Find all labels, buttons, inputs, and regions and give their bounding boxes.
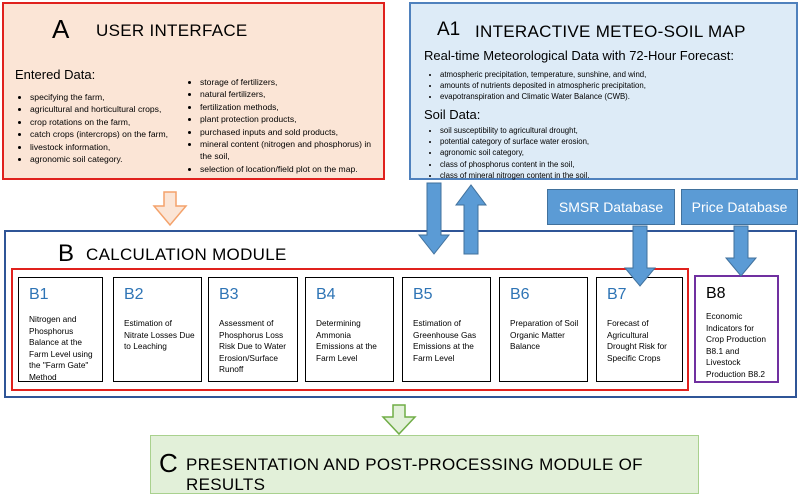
module-b8: B8 Economic Indicators for Crop Producti… bbox=[694, 275, 779, 383]
module-b5: B5 Estimation of Greenhouse Gas Emission… bbox=[402, 277, 491, 382]
list-item: purchased inputs and sold products, bbox=[200, 126, 384, 138]
list-item: fertilization methods, bbox=[200, 101, 384, 113]
list-item: class of mineral nitrogen content in the… bbox=[440, 170, 794, 181]
module-b6: B6 Preparation of Soil Organic Matter Ba… bbox=[499, 277, 588, 382]
section-c-letter: C bbox=[159, 448, 178, 478]
arrow-smsr-to-b7-icon bbox=[623, 225, 657, 287]
list-item: agricultural and horticultural crops, bbox=[30, 103, 189, 115]
module-description: Economic Indicators for Crop Production … bbox=[706, 311, 766, 379]
user-interface-box: A USER INTERFACE Entered Data: specifyin… bbox=[2, 2, 385, 180]
arrow-b-to-c-icon bbox=[381, 404, 417, 436]
module-b7: B7 Forecast of Agricultural Drought Risk… bbox=[596, 277, 683, 382]
arrow-a1-to-b-icon bbox=[417, 182, 451, 255]
module-code: B2 bbox=[124, 286, 144, 303]
list-item: mineral content (nitrogen and phosphorus… bbox=[200, 138, 384, 163]
module-description: Assessment of Phosphorus Loss Risk Due t… bbox=[219, 318, 287, 374]
module-code: B8 bbox=[706, 285, 726, 302]
soil-data-list: soil susceptibility to agricultural drou… bbox=[424, 125, 794, 181]
module-description: Estimation of Nitrate Losses Due to Leac… bbox=[124, 318, 195, 351]
module-b3: B3 Assessment of Phosphorus Loss Risk Du… bbox=[208, 277, 298, 382]
module-code: B3 bbox=[219, 286, 239, 303]
module-code: B1 bbox=[29, 286, 49, 303]
arrow-price-to-b8-icon bbox=[724, 225, 758, 277]
list-item: selection of location/field plot on the … bbox=[200, 163, 384, 175]
section-a1-letter: A1 bbox=[437, 19, 461, 40]
list-item: amounts of nutrients deposited in atmosp… bbox=[440, 80, 794, 91]
section-a1-title: INTERACTIVE METEO-SOIL MAP bbox=[475, 22, 746, 41]
module-code: B7 bbox=[607, 286, 627, 303]
list-item: storage of fertilizers, bbox=[200, 76, 384, 88]
list-item: agronomic soil category. bbox=[30, 153, 189, 165]
list-item: crop rotations on the farm, bbox=[30, 116, 189, 128]
entered-data-label: Entered Data: bbox=[15, 67, 96, 82]
presentation-module-box: C PRESENTATION AND POST-PROCESSING MODUL… bbox=[150, 435, 699, 494]
list-item: livestock information, bbox=[30, 141, 189, 153]
section-c-title: PRESENTATION AND POST-PROCESSING MODULE … bbox=[186, 455, 643, 494]
module-description: Preparation of Soil Organic Matter Balan… bbox=[510, 318, 579, 351]
list-item: natural fertilizers, bbox=[200, 88, 384, 100]
section-b-title: CALCULATION MODULE bbox=[86, 245, 287, 264]
list-item: evapotranspiration and Climatic Water Ba… bbox=[440, 91, 794, 102]
meteo-data-label: Real-time Meteorological Data with 72-Ho… bbox=[424, 48, 734, 63]
module-b4: B4 Determining Ammonia Emissions at the … bbox=[305, 277, 394, 382]
module-code: B4 bbox=[316, 286, 336, 303]
entered-data-list-left: specifying the farm,agricultural and hor… bbox=[14, 91, 189, 165]
smsr-database-box: SMSR Database bbox=[547, 189, 675, 225]
list-item: agronomic soil category, bbox=[440, 147, 794, 158]
section-a-title: USER INTERFACE bbox=[96, 21, 248, 40]
module-b1: B1 Nitrogen and Phosphorus Balance at th… bbox=[18, 277, 103, 382]
module-description: Estimation of Greenhouse Gas Emissions a… bbox=[413, 318, 477, 363]
section-b-letter: B bbox=[58, 240, 75, 267]
list-item: class of phosphorus content in the soil, bbox=[440, 159, 794, 170]
arrow-b-to-a1-icon bbox=[455, 184, 487, 255]
module-b2: B2 Estimation of Nitrate Losses Due to L… bbox=[113, 277, 202, 382]
list-item: potential category of surface water eros… bbox=[440, 136, 794, 147]
list-item: catch crops (intercrops) on the farm, bbox=[30, 128, 189, 140]
meteo-data-list: atmospheric precipitation, temperature, … bbox=[424, 69, 794, 103]
module-description: Forecast of Agricultural Drought Risk fo… bbox=[607, 318, 667, 363]
list-item: plant protection products, bbox=[200, 113, 384, 125]
list-item: specifying the farm, bbox=[30, 91, 189, 103]
module-description: Determining Ammonia Emissions at the Far… bbox=[316, 318, 377, 363]
module-description: Nitrogen and Phosphorus Balance at the F… bbox=[29, 314, 93, 382]
list-item: soil susceptibility to agricultural drou… bbox=[440, 125, 794, 136]
modules-b1-b7-group bbox=[11, 268, 689, 391]
module-code: B6 bbox=[510, 286, 530, 303]
module-code: B5 bbox=[413, 286, 433, 303]
price-database-box: Price Database bbox=[681, 189, 798, 225]
soil-data-label: Soil Data: bbox=[424, 107, 481, 122]
section-a-letter: A bbox=[52, 14, 70, 44]
list-item: atmospheric precipitation, temperature, … bbox=[440, 69, 794, 80]
arrow-a-to-b-icon bbox=[152, 191, 188, 227]
meteo-soil-map-box: A1 INTERACTIVE METEO-SOIL MAP Real-time … bbox=[409, 2, 798, 180]
entered-data-list-right: storage of fertilizers,natural fertilize… bbox=[184, 76, 384, 175]
